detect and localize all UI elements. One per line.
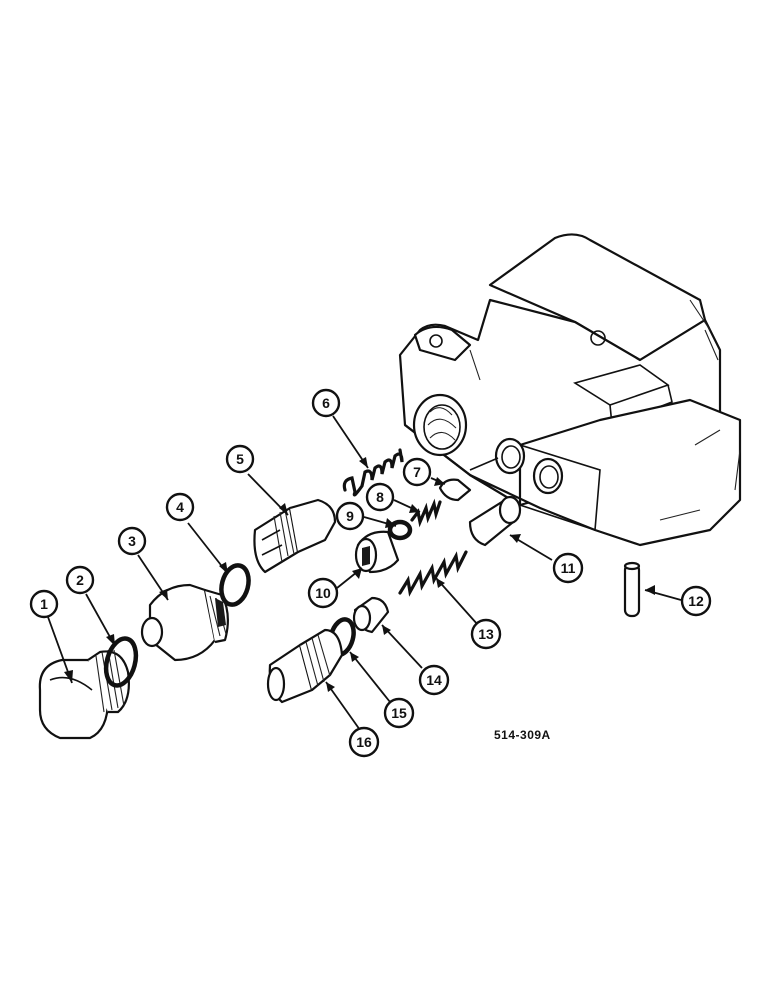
callout-label: 7	[413, 464, 421, 480]
callout-2: 2	[65, 565, 95, 595]
callout-label: 11	[561, 560, 576, 576]
callout-13: 13	[470, 618, 502, 650]
part-sleeve	[468, 495, 522, 547]
callout-11: 11	[552, 552, 584, 584]
callout-7: 7	[402, 457, 432, 487]
callout-14: 14	[418, 664, 450, 696]
part-poppet	[438, 478, 472, 502]
callout-label: 14	[426, 672, 442, 688]
callout-label: 10	[315, 585, 331, 601]
callout-4: 4	[165, 492, 195, 522]
part-spring-13	[398, 550, 468, 597]
callout-label: 8	[376, 489, 384, 505]
part-fitting	[266, 628, 344, 704]
callout-10: 10	[307, 577, 339, 609]
part-plug	[38, 649, 130, 740]
callout-label: 6	[322, 395, 330, 411]
callout-label: 9	[346, 508, 354, 524]
callout-15: 15	[383, 697, 415, 729]
part-seat	[253, 498, 337, 574]
leader-arrowheads	[64, 457, 655, 692]
callout-label: 4	[176, 499, 184, 515]
part-spring-8	[410, 498, 442, 528]
part-cartridge	[140, 583, 229, 662]
callout-label: 13	[478, 626, 494, 642]
callout-5: 5	[225, 444, 255, 474]
part-o-ring-9	[387, 519, 413, 541]
callout-label: 15	[391, 705, 407, 721]
part-spring-6	[342, 448, 404, 497]
callout-6: 6	[311, 388, 341, 418]
callout-12: 12	[680, 585, 712, 617]
callout-label: 3	[128, 533, 136, 549]
callout-label: 12	[688, 593, 704, 609]
callout-8: 8	[365, 482, 395, 512]
callout-label: 2	[76, 572, 84, 588]
part-poppet-valve	[352, 596, 390, 634]
callout-16: 16	[348, 726, 380, 758]
drawing-reference-number: 514-309A	[494, 728, 551, 742]
callout-3: 3	[117, 526, 147, 556]
callout-label: 1	[40, 596, 48, 612]
callout-label: 5	[236, 451, 244, 467]
part-o-ring-4	[219, 563, 251, 607]
callout-1: 1	[29, 589, 59, 619]
part-small-plug	[354, 530, 400, 574]
callout-9: 9	[335, 501, 365, 531]
valve-body	[398, 233, 742, 547]
part-pin	[623, 561, 641, 618]
callout-label: 16	[356, 734, 372, 750]
part-o-ring-2	[103, 636, 139, 688]
